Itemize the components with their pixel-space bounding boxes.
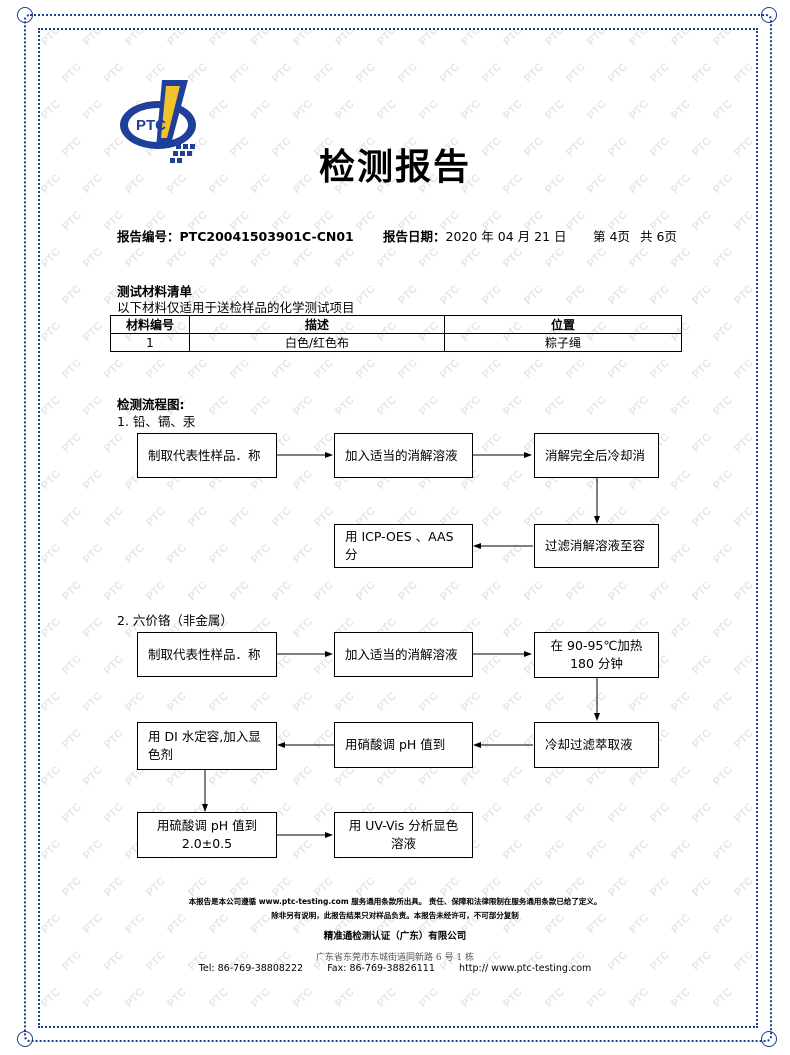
flow2-step-heat-line1: 在 90-95℃加热 <box>550 638 643 653</box>
report-number-label: 报告编号： <box>117 229 180 244</box>
flow-heading: 检测流程图: <box>117 397 185 412</box>
footer-company: 精准通检测认证（广东）有限公司 <box>323 931 467 942</box>
materials-table: 材料编号 描述 位置 1 白色/红色布 粽子绳 <box>110 315 682 352</box>
flow1-step-sample: 制取代表性样品．称 <box>137 433 277 478</box>
flow2-step-sulfuric-ph-line1: 用硫酸调 pH 值到 <box>156 818 258 833</box>
footer-terms: 本报告是本公司遵循 www.ptc-testing.com 服务通用条款所出具。… <box>188 897 602 906</box>
corner-ornament <box>761 1031 777 1047</box>
flow1-step-cool: 消解完全后冷却消 <box>534 433 659 478</box>
flow2-step-sample: 制取代表性样品．称 <box>137 632 277 677</box>
report-number-value: PTC20041503901C-CN01 <box>179 229 354 244</box>
flow2-step-sulfuric-ph: 用硫酸调 pH 值到 2.0±0.5 <box>137 812 277 858</box>
flow2-step-uv-vis-line2: 溶液 <box>390 836 416 851</box>
page-border-inner <box>38 28 758 1028</box>
flow2-step-nitric-ph: 用硝酸调 pH 值到 <box>334 722 473 768</box>
flow2-step-di-water-line1: 用 DI 水定容,加入显 <box>148 729 261 744</box>
page-total: 共 6页 <box>640 229 677 244</box>
flow1-step-add-solution: 加入适当的消解溶液 <box>334 433 473 478</box>
footer-disclaimer: 除非另有说明，此报告结果只对样品负责。本报告未经许可，不可部分复制 <box>271 911 519 920</box>
corner-ornament <box>761 7 777 23</box>
table-header: 位置 <box>444 315 682 334</box>
flow2-step-add-solution: 加入适当的消解溶液 <box>334 632 473 677</box>
page-border-outer <box>24 14 772 1042</box>
table-header: 材料编号 <box>110 315 190 334</box>
table-header: 描述 <box>189 315 445 334</box>
flow1-step-filter: 过滤消解溶液至容 <box>534 524 659 568</box>
svg-text:PTC: PTC <box>136 117 166 134</box>
report-number: 报告编号：PTC20041503901C-CN01 <box>117 226 354 245</box>
table-row: 1 白色/红色布 粽子绳 <box>110 333 682 352</box>
flow2-step-cool-filter: 冷却过滤萃取液 <box>534 722 659 768</box>
section2-title: 2. 六价铬（非金属） <box>117 613 233 628</box>
flow2-step-heat-line2: 180 分钟 <box>570 656 623 671</box>
flow2-step-uv-vis-line1: 用 UV-Vis 分析显色 <box>348 818 459 833</box>
ptc-logo: PTC <box>120 80 196 163</box>
report-date-value: 2020 年 04 月 21 日 <box>445 229 567 244</box>
flow2-step-di-water-line2: 色剂 <box>148 747 174 762</box>
table-cell: 粽子绳 <box>444 333 682 352</box>
section1-title: 1. 铅、镉、汞 <box>117 414 196 429</box>
flow2-step-heat: 在 90-95℃加热 180 分钟 <box>534 632 659 678</box>
page-number: 第 4页 <box>593 229 630 244</box>
flow2-step-di-water: 用 DI 水定容,加入显 色剂 <box>137 722 277 770</box>
footer-contact: Tel: 86-769-38808222 Fax: 86-769-3882611… <box>198 963 592 974</box>
flow1-step-icp-analysis: 用 ICP-OES 、AAS 分 <box>334 524 473 568</box>
table-cell: 1 <box>110 333 190 352</box>
report-title: 检测报告 <box>318 147 471 188</box>
corner-ornament <box>17 1031 33 1047</box>
table-cell: 白色/红色布 <box>189 333 445 352</box>
footer-address: 广东省东莞市东城街道同新路 6 号 1 栋 <box>316 953 474 963</box>
report-date-label: 报告日期： <box>383 229 446 244</box>
report-date: 报告日期：2020 年 04 月 21 日 <box>383 226 567 245</box>
materials-heading: 测试材料清单 <box>117 284 193 299</box>
flow2-step-uv-vis: 用 UV-Vis 分析显色 溶液 <box>334 812 473 858</box>
corner-ornament <box>17 7 33 23</box>
materials-note: 以下材料仅适用于送检样品的化学测试项目 <box>117 300 355 315</box>
flow2-step-sulfuric-ph-line2: 2.0±0.5 <box>181 836 233 851</box>
table-header-row: 材料编号 描述 位置 <box>110 315 682 334</box>
